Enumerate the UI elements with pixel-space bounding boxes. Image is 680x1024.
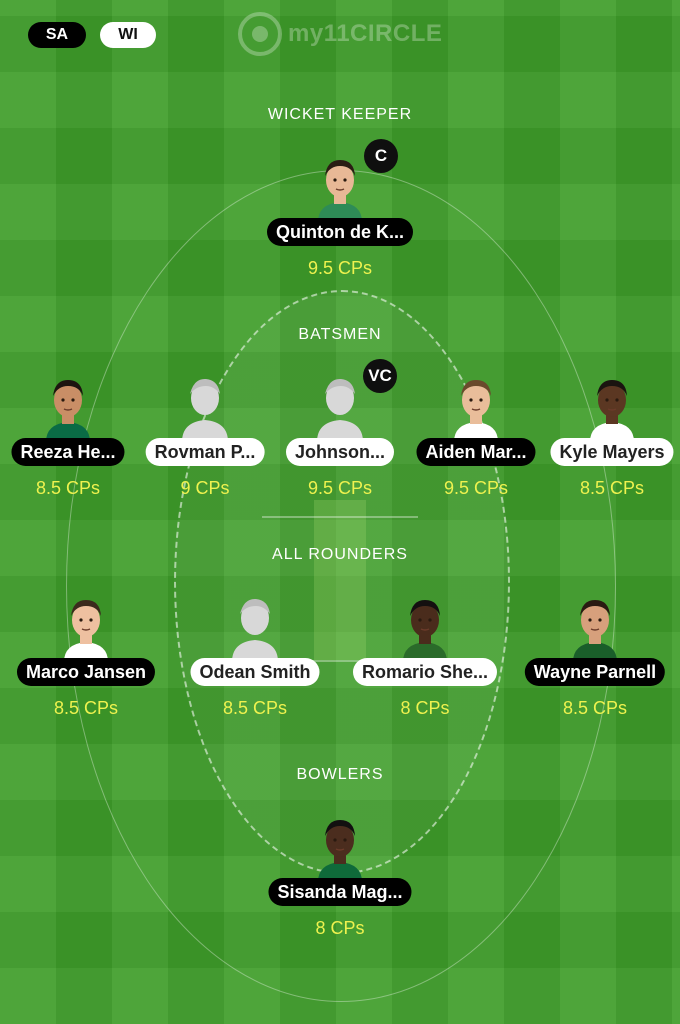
pitch bbox=[314, 500, 366, 660]
player-photo bbox=[570, 592, 620, 662]
player-credits: 8.5 CPs bbox=[562, 698, 628, 718]
section-title-wicket-keeper: WICKET KEEPER bbox=[267, 106, 413, 123]
section-title-batsmen: BATSMEN bbox=[298, 326, 382, 343]
player-credits: 8.5 CPs bbox=[579, 478, 645, 498]
player-photo bbox=[400, 592, 450, 662]
team-sa-badge[interactable]: SA bbox=[28, 22, 86, 48]
player-credits: 8 CPs bbox=[315, 918, 365, 938]
player-photo bbox=[43, 372, 93, 442]
player-card-aiden-markram[interactable]: Aiden Mar... 9.5 CPs bbox=[401, 372, 551, 498]
player-card-odean-smith[interactable]: Odean Smith 8.5 CPs bbox=[180, 592, 330, 718]
player-photo bbox=[315, 812, 365, 882]
captain-badge: C bbox=[364, 139, 398, 173]
player-credits: 9.5 CPs bbox=[443, 478, 509, 498]
player-credits: 9.5 CPs bbox=[307, 478, 373, 498]
player-card-reeza-hendricks[interactable]: Reeza He... 8.5 CPs bbox=[0, 372, 143, 498]
player-card-wayne-parnell[interactable]: Wayne Parnell 8.5 CPs bbox=[520, 592, 670, 718]
section-title-bowlers: BOWLERS bbox=[296, 766, 384, 783]
player-name: Reeza He... bbox=[11, 438, 125, 466]
player-photo bbox=[451, 372, 501, 442]
player-name: Odean Smith bbox=[190, 658, 320, 686]
player-credits: 8.5 CPs bbox=[53, 698, 119, 718]
player-name: Marco Jansen bbox=[16, 658, 156, 686]
player-name: Kyle Mayers bbox=[550, 438, 674, 466]
player-card-romario-shepherd[interactable]: Romario She... 8 CPs bbox=[350, 592, 500, 718]
player-placeholder-icon bbox=[230, 592, 280, 662]
brand-watermark: my11CIRCLE bbox=[238, 10, 442, 58]
player-placeholder-icon bbox=[180, 372, 230, 442]
team-wi-badge[interactable]: WI bbox=[100, 22, 156, 48]
player-credits: 9.5 CPs bbox=[307, 258, 373, 278]
crease-line-top bbox=[262, 516, 418, 518]
player-name: Quinton de K... bbox=[267, 218, 413, 246]
player-card-rovman-powell[interactable]: Rovman P... 9 CPs bbox=[130, 372, 280, 498]
player-name: Wayne Parnell bbox=[524, 658, 666, 686]
brand-name: my11CIRCLE bbox=[288, 20, 443, 47]
player-photo bbox=[587, 372, 637, 442]
player-photo bbox=[315, 152, 365, 222]
player-photo bbox=[61, 592, 111, 662]
crease-line-bottom bbox=[262, 660, 418, 662]
player-credits: 8 CPs bbox=[400, 698, 450, 718]
player-name: Aiden Mar... bbox=[416, 438, 536, 466]
player-credits: 8.5 CPs bbox=[222, 698, 288, 718]
player-card-kyle-mayers[interactable]: Kyle Mayers 8.5 CPs bbox=[537, 372, 680, 498]
player-card-johnson[interactable]: Johnson... 9.5 CPs bbox=[265, 372, 415, 498]
player-credits: 9 CPs bbox=[180, 478, 230, 498]
brand-logo-icon bbox=[238, 12, 282, 56]
player-credits: 8.5 CPs bbox=[35, 478, 101, 498]
section-title-all-rounders: ALL ROUNDERS bbox=[272, 546, 408, 563]
player-name: Romario She... bbox=[352, 658, 498, 686]
player-card-sisanda-magala[interactable]: Sisanda Mag... 8 CPs bbox=[265, 812, 415, 938]
vice-captain-badge: VC bbox=[363, 359, 397, 393]
player-card-marco-jansen[interactable]: Marco Jansen 8.5 CPs bbox=[11, 592, 161, 718]
player-name: Johnson... bbox=[286, 438, 394, 466]
player-name: Sisanda Mag... bbox=[268, 878, 412, 906]
player-placeholder-icon bbox=[315, 372, 365, 442]
player-card-quinton-de-kock[interactable]: Quinton de K... 9.5 CPs bbox=[265, 152, 415, 278]
player-name: Rovman P... bbox=[145, 438, 265, 466]
